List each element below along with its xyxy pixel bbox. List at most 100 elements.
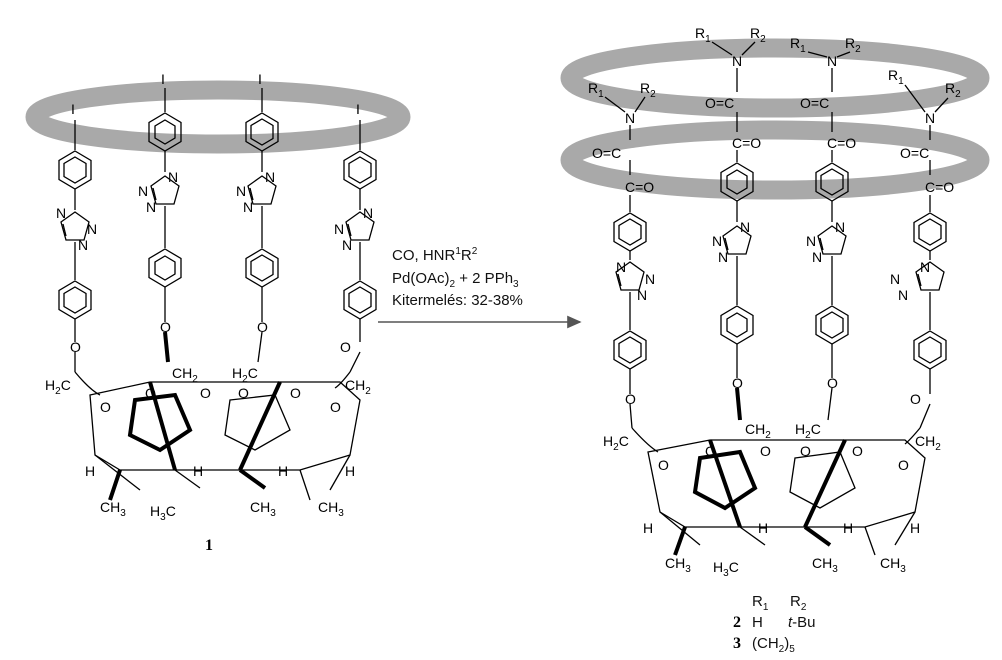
compound-2-h-label: H (758, 520, 768, 536)
compound-2-oxygen: O (732, 375, 743, 391)
compound-2-carbonyl-label: O=C (800, 95, 829, 111)
compound-1-oxygen: O (330, 399, 341, 415)
compound-2-carbonyl-label: O=C (705, 95, 734, 111)
compound-1-h-label: H (193, 463, 203, 479)
compound-1-triazole-n: N (236, 183, 246, 199)
compound-2-triazole-n: N (898, 287, 908, 303)
compound-2-carbonyl-label: O=C (900, 145, 929, 161)
reaction-conditions-line-1: CO, HNR1R2 (392, 246, 478, 264)
compound-1-oxygen: O (257, 319, 268, 335)
compound-1-h2c-label: H2C (232, 365, 258, 385)
compound-2-lower-ring-highlight (560, 120, 990, 200)
compound-1-oxygen: O (160, 319, 171, 335)
compound-1-iodo-label: I (356, 101, 360, 117)
compound-1-h-label: H (345, 463, 355, 479)
compound-2-r1-label: R1 (888, 67, 904, 87)
compound-2-oxygen: O (910, 391, 921, 407)
compound-2-arm-4 (913, 125, 947, 429)
compound-2-amide-n: N (732, 53, 742, 69)
compound-1-triazole-n: N (334, 221, 344, 237)
compound-1-triazole-n: N (243, 199, 253, 215)
compound-2-oxygen: O (827, 375, 838, 391)
compound-2-triazole-n: N (920, 259, 930, 275)
compound-2-oxygen: O (898, 457, 909, 473)
compound-2-triazole-n: N (806, 233, 816, 249)
compound-2-ch2-label: CH2 (915, 433, 941, 453)
legend-compound-3-group: (CH2)5 (752, 635, 795, 655)
compound-2-amide-n: N (827, 53, 837, 69)
compound-2-upper-ring-highlight (560, 38, 990, 118)
compound-1-number: 1 (205, 537, 213, 554)
compound-2-oxygen: O (760, 443, 771, 459)
compound-2-h-label: H (643, 520, 653, 536)
compound-1-oxygen: O (70, 339, 81, 355)
compound-1-h2c-label: H2C (45, 377, 71, 397)
compound-2-arm-3 (815, 68, 849, 421)
compound-2-triazole-n: N (616, 259, 626, 275)
compound-2-h-label: H (910, 520, 920, 536)
compound-2-carbonyl-label: C=O (625, 179, 654, 195)
compound-2-oxygen: O (705, 443, 716, 459)
compound-2-carbonyl-label: C=O (925, 179, 954, 195)
compound-1-triazole-n: N (56, 205, 66, 221)
compound-2-r1-label: R1 (790, 35, 806, 55)
compound-1-arm-1 (58, 120, 92, 372)
substituent-legend: R1 R2 2 H t-Bu 3 (CH2)5 (733, 593, 816, 655)
compound-2-amide-n: N (925, 110, 935, 126)
compound-2-r2-label: R2 (945, 80, 961, 100)
compound-2-oxygen: O (852, 443, 863, 459)
compound-1-triazole-n: N (87, 221, 97, 237)
compound-2-triazole-n: N (718, 249, 728, 265)
legend-header-r1: R1 (752, 593, 769, 613)
compound-2-r1-label: R1 (695, 25, 711, 45)
compound-1-structure: I I I I N N N N N N N N N N N N O O O O … (25, 71, 411, 554)
compound-1-ch2-label: CH2 (345, 377, 371, 397)
compound-2-r2-label: R2 (845, 35, 861, 55)
compound-2-arm-2 (720, 68, 754, 421)
compound-1-cavitand-base (74, 371, 361, 501)
compound-1-triazole-n: N (138, 183, 148, 199)
compound-2-ch3-label: CH3 (812, 555, 838, 575)
compound-1-oxygen: O (100, 399, 111, 415)
compound-1-triazole-n: N (342, 237, 352, 253)
compound-1-iodo-label: I (71, 101, 75, 117)
compound-2-cavitand-base (631, 427, 926, 556)
compound-2-r2-label: R2 (750, 25, 766, 45)
compound-1-oxygen: O (145, 385, 156, 401)
compound-1-ch2-label: CH2 (172, 365, 198, 385)
compound-2-ch3-label: CH3 (665, 555, 691, 575)
compound-2-amide-n: N (625, 110, 635, 126)
compound-2-triazole-n: N (812, 249, 822, 265)
compound-1-h3c-label: H3C (150, 503, 176, 523)
compound-2-carbonyl-label: O=C (592, 145, 621, 161)
compound-2-oxygen: O (800, 443, 811, 459)
compound-1-oxygen: O (200, 385, 211, 401)
compound-2-r2-label: R2 (640, 80, 656, 100)
reaction-conditions-line-2: Pd(OAc)2 + 2 PPh3 (392, 270, 519, 290)
compound-1-arm-3 (245, 88, 279, 363)
compound-2-oxygen: O (658, 457, 669, 473)
compound-2-arm-1 (613, 125, 647, 429)
compound-1-triazole-n: N (78, 237, 88, 253)
compound-1-triazole-n: N (168, 169, 178, 185)
reaction-yield: Kitermelés: 32-38% (392, 292, 523, 309)
compound-1-h-label: H (278, 463, 288, 479)
compound-1-iodo-label: I (161, 71, 165, 87)
compound-2-h2c-label: H2C (795, 421, 821, 441)
compound-1-triazole-n: N (265, 169, 275, 185)
compound-2-carbonyl-label: C=O (827, 135, 856, 151)
compound-2-structure: R1 R2 N R1 R2 N R1 R2 N R1 R2 N O=C C=O … (560, 25, 990, 579)
compound-2-carbonyl-label: C=O (732, 135, 761, 151)
compound-2-h3c-label: H3C (713, 559, 739, 579)
compound-2-h2c-label: H2C (603, 433, 629, 453)
compound-2-h-label: H (843, 520, 853, 536)
compound-1-arm-4 (343, 120, 377, 373)
compound-1-ch3-label: CH3 (100, 499, 126, 519)
compound-1-iodo-label: I (258, 71, 262, 87)
compound-1-ring-highlight (25, 80, 411, 154)
legend-compound-3-number: 3 (733, 635, 741, 652)
compound-2-triazole-n: N (890, 271, 900, 287)
reaction-arrow-group: CO, HNR1R2 Pd(OAc)2 + 2 PPh3 Kitermelés:… (378, 246, 582, 329)
compound-2-r1-label: R1 (588, 80, 604, 100)
